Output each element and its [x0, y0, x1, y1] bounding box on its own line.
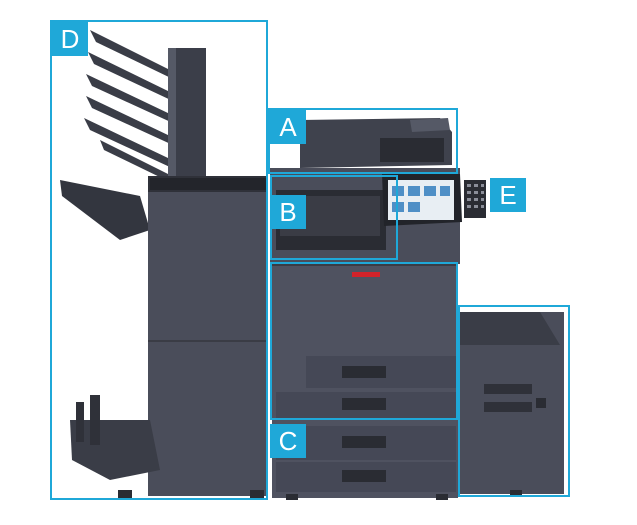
zone-c-label: C [270, 424, 306, 458]
zone-side-outline [458, 305, 570, 497]
zone-a-label: A [270, 110, 306, 144]
side-feeder [460, 312, 564, 496]
zone-e-label: E [490, 178, 526, 212]
zone-a-outline [268, 108, 458, 174]
finisher-unit [60, 30, 266, 498]
main-unit [270, 118, 486, 500]
zone-c-outline [270, 262, 458, 420]
zone-b-label: B [270, 195, 306, 229]
zone-d-label: D [52, 22, 88, 56]
zone-d-outline [50, 20, 268, 500]
